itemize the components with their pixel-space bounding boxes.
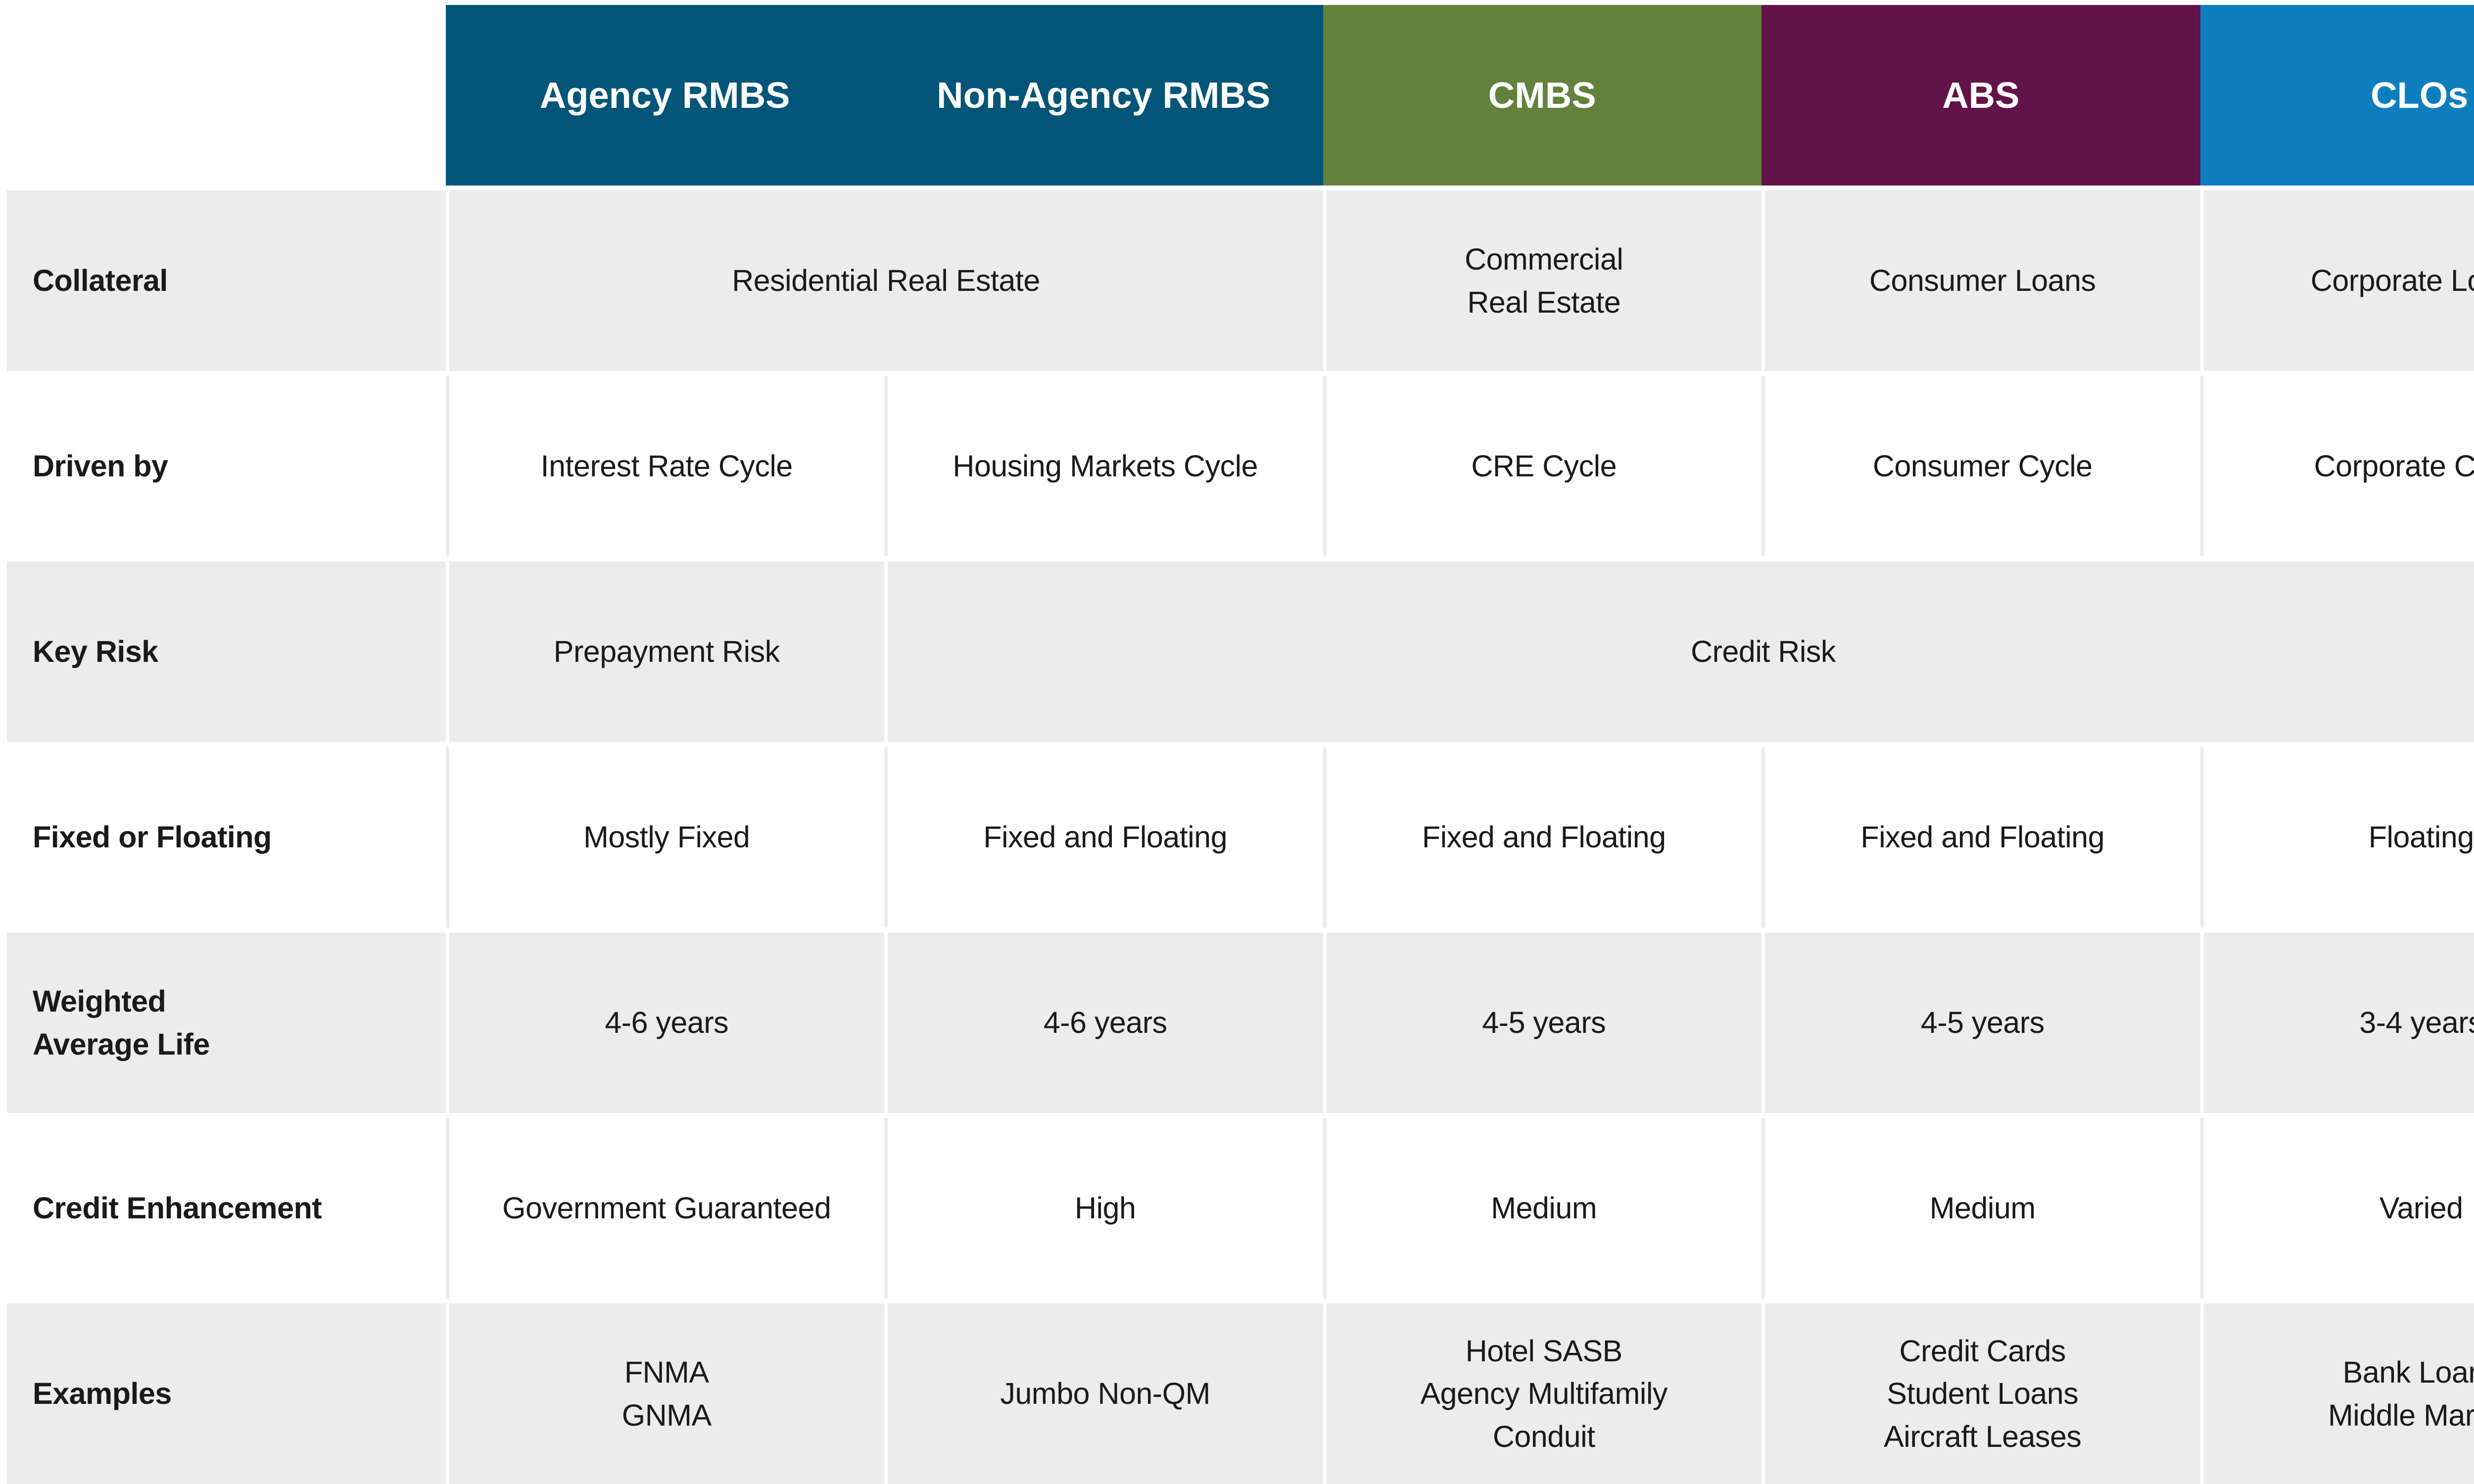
cell-key-risk-prepayment-risk: Prepayment Risk xyxy=(445,561,884,742)
cell-fixed-clos: Floating xyxy=(2200,747,2474,928)
cell-driven-by-housing-markets-cycle: Housing Markets Cycle xyxy=(884,376,1323,556)
row-label-collateral: Collateral xyxy=(7,190,446,371)
cell-driven-by-consumer-cycle: Consumer Cycle xyxy=(1761,376,2200,556)
cell-ce-high: High xyxy=(884,1118,1323,1298)
row-label-credit-enhancement: Credit Enhancement xyxy=(7,1118,446,1298)
cell-examples-fnma-gnma: FNMA GNMA xyxy=(445,1303,884,1484)
cell-examples-jumbo-non-qm: Jumbo Non-QM xyxy=(884,1303,1323,1484)
cell-examples-clos: Bank Loans Middle Market xyxy=(2200,1303,2474,1484)
cell-examples-cmbs: Hotel SASB Agency Multifamily Conduit xyxy=(1323,1303,1761,1484)
row-label-fixed-or-floating: Fixed or Floating xyxy=(7,747,446,928)
column-header-cmbs: CMBS xyxy=(1323,5,1761,186)
column-header-agency-rmbs: Agency RMBS xyxy=(445,5,884,186)
cell-driven-by-cre-cycle: CRE Cycle xyxy=(1323,376,1761,556)
header-corner-blank xyxy=(7,5,446,186)
cell-wal-clos: 3-4 years xyxy=(2200,932,2474,1113)
cell-examples-abs: Credit Cards Student Loans Aircraft Leas… xyxy=(1761,1303,2200,1484)
cell-ce-medium-cmbs: Medium xyxy=(1323,1118,1761,1298)
cell-fixed-non-agency-rmbs: Fixed and Floating xyxy=(884,747,1323,928)
cell-wal-abs: 4-5 years xyxy=(1761,932,2200,1113)
column-header-clos: CLOs xyxy=(2200,5,2474,186)
cell-collateral-commercial-real-estate: Commercial Real Estate xyxy=(1323,190,1761,371)
cell-ce-medium-abs: Medium xyxy=(1761,1118,2200,1298)
cell-collateral-residential-real-estate: Residential Real Estate xyxy=(445,190,1323,371)
cell-ce-government-guaranteed: Government Guaranteed xyxy=(445,1118,884,1298)
cell-driven-by-interest-rate-cycle: Interest Rate Cycle xyxy=(445,376,884,556)
cell-driven-by-corporate-cycle: Corporate Cycle xyxy=(2200,376,2474,556)
cell-fixed-agency-rmbs: Mostly Fixed xyxy=(445,747,884,928)
row-label-examples: Examples xyxy=(7,1303,446,1484)
cell-collateral-consumer-loans: Consumer Loans xyxy=(1761,190,2200,371)
cell-wal-cmbs: 4-5 years xyxy=(1323,932,1761,1113)
cell-ce-varied: Varied xyxy=(2200,1118,2474,1298)
row-label-key-risk: Key Risk xyxy=(7,561,446,742)
cell-wal-agency-rmbs: 4-6 years xyxy=(445,932,884,1113)
column-header-abs: ABS xyxy=(1761,5,2200,186)
column-header-non-agency-rmbs: Non-Agency RMBS xyxy=(884,5,1323,186)
row-label-weighted-average-life: Weighted Average Life xyxy=(7,932,446,1113)
row-label-driven-by: Driven by xyxy=(7,376,446,556)
cell-fixed-cmbs: Fixed and Floating xyxy=(1323,747,1761,928)
cell-key-risk-credit-risk: Credit Risk xyxy=(884,561,2474,742)
cell-wal-non-agency-rmbs: 4-6 years xyxy=(884,932,1323,1113)
cell-fixed-abs: Fixed and Floating xyxy=(1761,747,2200,928)
cell-collateral-corporate-loans: Corporate Loans xyxy=(2200,190,2474,371)
